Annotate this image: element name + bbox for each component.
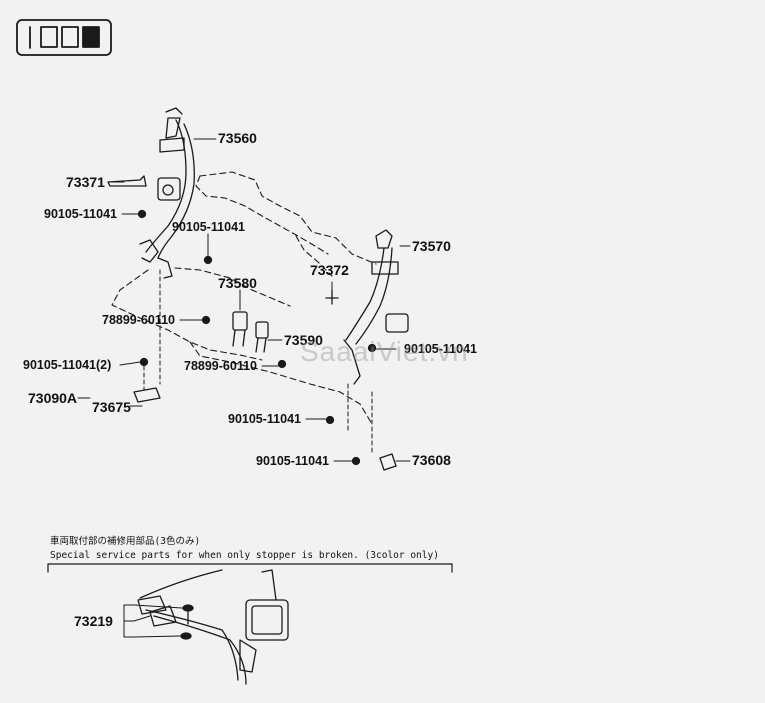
part-label-78899-a: 78899-60110	[102, 313, 175, 327]
part-label-78899-b: 78899-60110	[184, 359, 257, 373]
clip-73371	[107, 175, 147, 187]
anchor-73608	[379, 453, 397, 471]
part-label-90105-a: 90105-11041	[44, 207, 117, 221]
part-label-73560: 73560	[218, 130, 257, 146]
part-label-73580: 73580	[218, 275, 257, 291]
watermark: SaaaiViet.vn	[300, 336, 469, 367]
stopper-inset-drawing	[137, 569, 289, 685]
bracket-73675	[133, 387, 161, 403]
part-label-90105-b: 90105-11041	[172, 220, 245, 234]
seatbelt-buckle-73590	[255, 321, 269, 353]
part-label-73608: 73608	[412, 452, 451, 468]
right-seatbelt-retractor	[343, 229, 409, 385]
part-label-73372: 73372	[310, 262, 349, 278]
seatbelt-buckle-73580	[232, 311, 248, 347]
part-label-73590: 73590	[284, 332, 323, 348]
inset-note-japanese: 車両取付部の補修用部品(3色のみ)	[50, 536, 201, 547]
part-label-73090a: 73090A	[28, 390, 78, 406]
part-label-73219: 73219	[74, 613, 113, 629]
seat-outline	[111, 171, 377, 425]
part-label-90105-e: 90105-11041	[228, 412, 301, 426]
dashed-leaders	[143, 269, 373, 456]
part-label-73371: 73371	[66, 174, 105, 190]
part-label-73570: 73570	[412, 238, 451, 254]
inset-leaders	[123, 604, 183, 638]
part-label-90105-d: 90105-11041(2)	[23, 358, 112, 372]
vehicle-seat-icon	[16, 19, 112, 56]
part-label-90105-c: 90105-11041	[404, 342, 477, 356]
left-seatbelt-retractor	[139, 107, 195, 279]
part-label-90105-f: 90105-11041	[256, 454, 329, 468]
part-label-73675: 73675	[92, 399, 131, 415]
bolts	[137, 209, 377, 466]
inset-note-english: Special service parts for when only stop…	[50, 550, 439, 561]
leader-lines	[77, 138, 411, 462]
